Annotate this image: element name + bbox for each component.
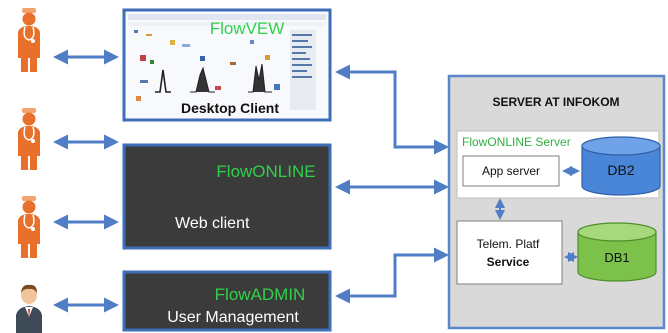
telem-service-line2: Service xyxy=(487,255,530,269)
arrow-admin-server xyxy=(335,247,449,304)
db1-label: DB1 xyxy=(604,250,629,265)
app-server-label: App server xyxy=(482,164,540,178)
db2-label: DB2 xyxy=(607,162,634,178)
web-client-box xyxy=(122,143,332,250)
db1-cylinder xyxy=(577,222,657,282)
telem-service-box xyxy=(456,220,563,285)
admin-client-box xyxy=(122,270,332,332)
server-box xyxy=(447,74,666,330)
arrow-desktop-server xyxy=(335,64,449,155)
flowonline-server-label: FlowONLINE Server xyxy=(462,135,571,149)
admin-client-title: FlowADMIN xyxy=(215,285,306,304)
web-client-label: Web client xyxy=(175,215,250,232)
telem-service-line1: Telem. Platf xyxy=(477,237,540,251)
doctor-user-icon-2 xyxy=(18,108,40,170)
admin-client-label: User Management xyxy=(167,309,299,326)
desktop-screenshot-thumbnail xyxy=(134,30,316,110)
web-client-title: FlowONLINE xyxy=(216,162,315,181)
server-title: SERVER AT INFOKOM xyxy=(492,95,619,109)
app-server-box xyxy=(462,155,560,187)
doctor-user-icon-1 xyxy=(18,8,40,72)
db2-cylinder xyxy=(581,136,661,196)
desktop-client-box xyxy=(122,8,332,122)
doctor-user-icon-3 xyxy=(18,196,40,258)
desktop-client-label: Desktop Client xyxy=(181,100,279,116)
desktop-client-title: FlowVEW xyxy=(210,19,285,38)
admin-user-icon xyxy=(16,284,42,333)
